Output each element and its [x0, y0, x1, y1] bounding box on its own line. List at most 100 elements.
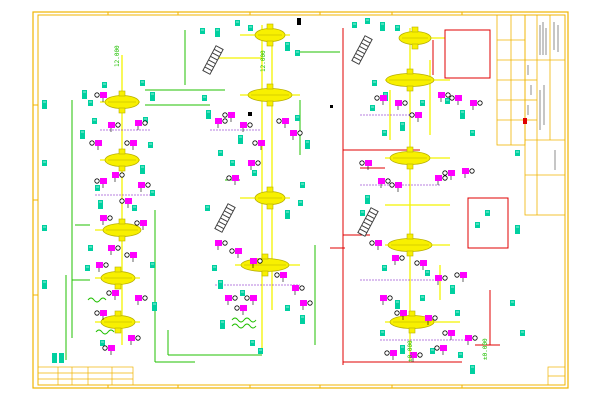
instrument-box — [250, 295, 257, 301]
vessel-nozzle — [408, 310, 416, 317]
instrument-circle — [449, 95, 455, 101]
tag-block — [202, 95, 207, 101]
instrument-box — [112, 172, 119, 178]
instrument-symbol — [124, 140, 137, 150]
equipment-tag — [240, 290, 245, 296]
instrument-symbol — [215, 240, 228, 250]
instrument-circle — [307, 300, 313, 306]
tag-block — [250, 340, 255, 346]
tag-block — [515, 225, 520, 234]
instrument-circle — [414, 260, 420, 266]
equipment-tag — [218, 280, 223, 289]
instrument-symbol — [138, 182, 151, 192]
vessel-nozzle — [114, 266, 122, 273]
equipment-vessel — [247, 83, 293, 107]
instrument-circle — [374, 95, 380, 101]
drum-upper-right — [351, 35, 373, 65]
equipment-tag — [212, 265, 217, 271]
instrument-symbol — [250, 258, 263, 268]
instrument-box — [138, 182, 145, 188]
tag-block — [140, 165, 145, 174]
instrument-symbol — [435, 275, 448, 285]
equipment-tag — [100, 340, 105, 346]
instrument-circle — [402, 100, 408, 106]
tag-block — [395, 300, 400, 309]
equipment-tag — [470, 365, 475, 374]
instrument-box — [125, 198, 132, 204]
instrument-symbol — [96, 262, 109, 272]
instrument-circle — [124, 140, 130, 146]
instrument-symbol — [119, 198, 132, 208]
instrument-circle — [103, 262, 109, 268]
tag-block — [420, 295, 425, 301]
instrument-symbol — [449, 95, 462, 105]
instrument-symbol — [128, 335, 141, 345]
instrument-circle — [442, 330, 448, 336]
equipment-tag — [400, 122, 405, 131]
equipment-vessel — [100, 310, 136, 334]
instrument-box — [248, 160, 255, 166]
equipment-tag — [380, 330, 385, 336]
equipment-vessel — [398, 26, 432, 50]
equipment-vessel — [389, 146, 431, 170]
tag-block — [458, 352, 463, 358]
instrument-symbol — [410, 352, 423, 362]
instrument-box — [380, 295, 387, 301]
equipment-tag — [258, 348, 263, 354]
instrument-circle — [94, 178, 100, 184]
instrument-symbol — [394, 310, 407, 320]
equipment-tag — [42, 100, 47, 109]
instrument-symbol — [380, 295, 393, 305]
instrument-symbol — [392, 255, 405, 265]
instrument-box — [108, 345, 115, 351]
vessel-nozzle — [266, 203, 274, 210]
instrument-symbol — [108, 245, 121, 255]
equipment-tag — [235, 20, 240, 26]
instrument-circle — [257, 258, 263, 264]
tag-block — [88, 100, 93, 106]
tag-block — [95, 185, 100, 191]
instrument-symbol — [106, 290, 119, 300]
tag-block — [150, 190, 155, 196]
equipment-tag — [420, 295, 425, 301]
vessel-nozzle — [118, 148, 126, 155]
tag-block — [382, 265, 387, 271]
equipment-tag — [420, 100, 425, 106]
instrument-circle — [454, 272, 460, 278]
equipment-tag — [300, 182, 305, 188]
tag-block — [88, 245, 93, 251]
equipment-vessel — [385, 68, 435, 92]
instrument-symbol — [248, 160, 261, 170]
tag-block — [455, 310, 460, 316]
instrument-circle — [434, 345, 440, 351]
instrument-circle — [369, 240, 375, 246]
instrument-symbol — [94, 310, 107, 320]
instrument-symbol — [395, 100, 408, 110]
equipment-tag — [372, 80, 377, 86]
instrument-box — [410, 352, 417, 358]
equipment-tag — [425, 270, 430, 276]
instrument-box — [392, 255, 399, 261]
instrument-box — [415, 112, 422, 118]
tag-block — [285, 42, 290, 51]
vessel-nozzle — [261, 270, 269, 277]
equipment-tag — [470, 130, 475, 136]
instrument-circle — [222, 240, 228, 246]
tag-block — [82, 90, 87, 99]
tag-block — [102, 82, 107, 88]
instrument-box — [395, 100, 402, 106]
vessel-nozzle — [114, 327, 122, 334]
vessel-nozzle — [406, 233, 414, 240]
instrument-circle — [385, 178, 391, 184]
equipment-tag — [365, 195, 370, 204]
instrument-symbol — [378, 178, 391, 188]
equipment-vessel — [104, 148, 140, 172]
instrument-circle — [276, 118, 282, 124]
instrument-symbol — [389, 182, 402, 192]
equipment-tag — [42, 160, 47, 166]
equipment-tag — [140, 80, 145, 86]
instrument-box — [225, 295, 232, 301]
tag-block — [300, 315, 305, 324]
instrument-circle — [399, 255, 405, 261]
instrument-box — [375, 240, 382, 246]
